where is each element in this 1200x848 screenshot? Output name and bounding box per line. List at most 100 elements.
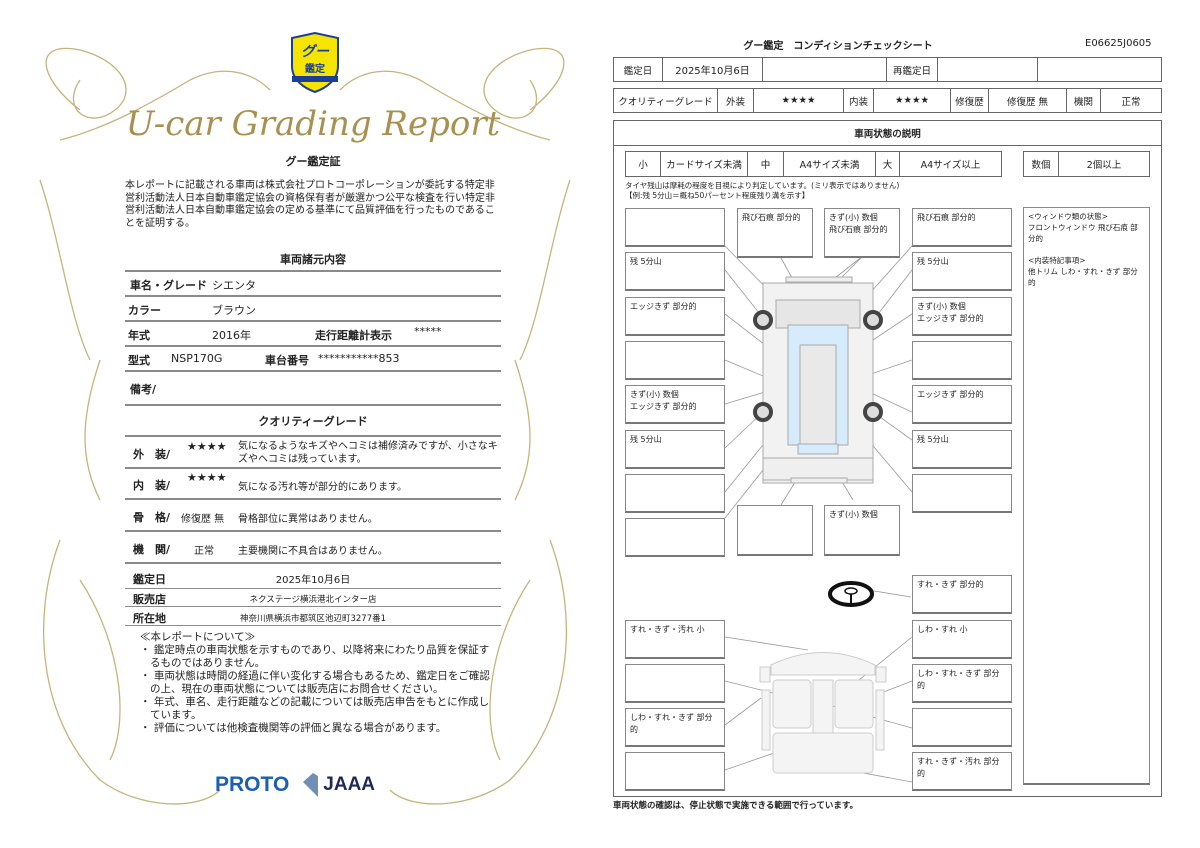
count-label: 数個 [1023, 151, 1059, 177]
report-script-title: U-car Grading Report [125, 104, 501, 144]
size-label: 大 [875, 151, 900, 177]
engine-value: 正常 [1100, 88, 1162, 113]
jaaa-emblem-icon [303, 773, 319, 797]
condition-box: 残 5分山 [912, 252, 1012, 291]
interior-box [625, 752, 725, 791]
condition-box-bottom [737, 505, 813, 556]
notes-title: ≪本レポートについて≫ [140, 631, 256, 643]
car-name: シエンタ [212, 279, 256, 292]
grade-value: ★★★★ [187, 440, 227, 453]
certificate-title: グー鑑定証 [285, 155, 341, 168]
report-notes: ≪本レポートについて≫ ・ 鑑定時点の車両状態を示すものであり、以降将来にわたり… [140, 631, 495, 735]
condition-box-bottom: きず(小) 数個 [824, 505, 900, 556]
tire-example: 【例:残 5分山＝概ね50パーセント程度残り溝を示す】 [625, 191, 810, 200]
condition-box: きず(小) 数個 エッジきず 部分的 [625, 385, 725, 424]
repair-value: 修復歴 無 [988, 88, 1067, 113]
goo-kantei-logo: グー 鑑定 [291, 32, 339, 94]
shop-name: ネクステージ横浜港北インター店 [249, 595, 377, 605]
section-title: 車両状態の説明 [613, 120, 1162, 146]
condition-box: 残 5分山 [625, 252, 725, 291]
divider [125, 588, 501, 589]
interior-notes: 他トリム しわ・すれ・きず 部分的 [1028, 267, 1138, 287]
size-desc: A4サイズ以上 [899, 151, 1002, 177]
empty-cell [1037, 57, 1162, 82]
date-label: 鑑定日 [133, 573, 166, 586]
note-item: ・ 車両状態は時間の経過に伴い変化する場合もあるため、鑑定日をご確認の上、現在の… [140, 670, 490, 695]
divider [125, 562, 501, 564]
condition-box: 残 5分山 [912, 430, 1012, 469]
empty-cell [762, 57, 887, 82]
divider [125, 498, 501, 500]
divider [125, 625, 501, 626]
remarks-label: 備考/ [130, 383, 157, 396]
interior-box: しわ・すれ 小 [912, 620, 1012, 659]
size-desc: カードサイズ未満 [660, 151, 748, 177]
interior-box: すれ・きず 部分的 [912, 575, 1012, 614]
grade-label: 機 関/ [133, 543, 171, 556]
interior-box: しわ・すれ・きず 部分的 [625, 708, 725, 747]
exterior-label: 外装 [717, 88, 754, 113]
redate-value [937, 57, 1038, 82]
size-label: 小 [625, 151, 661, 177]
divider [125, 530, 501, 532]
note-item: ・ 年式、車名、走行距離などの記載については販売店申告をもとに作成しています。 [140, 696, 490, 721]
address-label: 所在地 [133, 612, 166, 625]
window-notes-title: <ウィンドウ類の状態> [1028, 212, 1109, 221]
sheet-footer: 車両状態の確認は、停止状態で実施できる範囲で行っています。 [613, 801, 859, 811]
interior-notes-title: <内装特記事項> [1028, 256, 1086, 265]
exterior-grade: ★★★★ [753, 88, 844, 113]
model-label: 型式 [128, 354, 150, 367]
tire-icons [753, 310, 883, 422]
condition-box [912, 341, 1012, 380]
year-label: 年式 [128, 329, 150, 342]
grade-label: 内 装/ [133, 479, 171, 492]
odometer-label: 走行距離計表示 [315, 329, 392, 342]
intro-paragraph: 本レポートに記載される車両は株式会社プロトコーポレーションが委託する特定非営利活… [125, 180, 495, 229]
car-top-view [762, 276, 874, 484]
grade-desc: 骨格部位に異常はありません。 [238, 514, 378, 525]
divider [125, 404, 501, 406]
interior-box [912, 708, 1012, 747]
engine-label: 機関 [1066, 88, 1101, 113]
steering-wheel-icon [828, 581, 874, 607]
grade-value: ★★★★ [187, 471, 227, 484]
grade-desc: 主要機関に不具合はありません。 [238, 546, 388, 557]
interior-grade: ★★★★ [873, 88, 951, 113]
odometer-value: ***** [414, 325, 442, 338]
divider [125, 320, 501, 322]
car-year: 2016年 [212, 329, 251, 342]
grade-label: 骨 格/ [133, 511, 171, 524]
grade-label: クオリティーグレード [613, 88, 718, 113]
proto-logo: PROTO [215, 773, 290, 796]
condition-box: 飛び石痕 部分的 [912, 208, 1012, 247]
note-item: ・ 評価については他検査機関等の評価と異なる場合があります。 [140, 722, 447, 734]
appraisal-date: 2025年10月6日 [275, 575, 351, 586]
condition-box-top: きず(小) 数個 飛び石痕 部分的 [824, 208, 900, 258]
note-item: ・ 鑑定時点の車両状態を示すものであり、以降将来にわたり品質を保証するものではあ… [140, 644, 490, 669]
date-label: 鑑定日 [613, 57, 663, 82]
count-desc: 2個以上 [1058, 151, 1150, 177]
special-notes-box: <ウィンドウ類の状態> フロントウィンドウ 飛び石痕 部分的 <内装特記事項> … [1023, 207, 1150, 785]
window-notes: フロントウィンドウ 飛び石痕 部分的 [1028, 223, 1138, 243]
interior-box: すれ・きず・汚れ 小 [625, 620, 725, 659]
color-label: カラー [128, 304, 161, 317]
interior-box: すれ・きず・汚れ 部分的 [912, 752, 1012, 791]
condition-box [625, 518, 725, 557]
condition-box [625, 474, 725, 513]
shop-address: 神奈川県横浜市都筑区池辺町3277番1 [239, 614, 387, 624]
condition-box [625, 341, 725, 380]
svg-text:グー: グー [301, 43, 330, 60]
grade-title: クオリティーグレード [258, 415, 368, 428]
condition-box [625, 208, 725, 247]
interior-box: しわ・すれ・きず 部分的 [912, 664, 1012, 703]
gold-ornament-border [39, 47, 571, 805]
sheet-code: E06625J0605 [1085, 38, 1152, 49]
condition-box-top: 飛び石痕 部分的 [737, 208, 813, 258]
divider [125, 270, 501, 272]
grade-desc: 気になる汚れ等が部分的にあります。 [238, 482, 407, 493]
sheet-title: グー鑑定 コンディションチェックシート [743, 41, 933, 52]
shop-label: 販売店 [133, 593, 166, 606]
divider [125, 370, 501, 372]
grade-value: 正常 [194, 546, 214, 557]
condition-box: エッジきず 部分的 [912, 385, 1012, 424]
